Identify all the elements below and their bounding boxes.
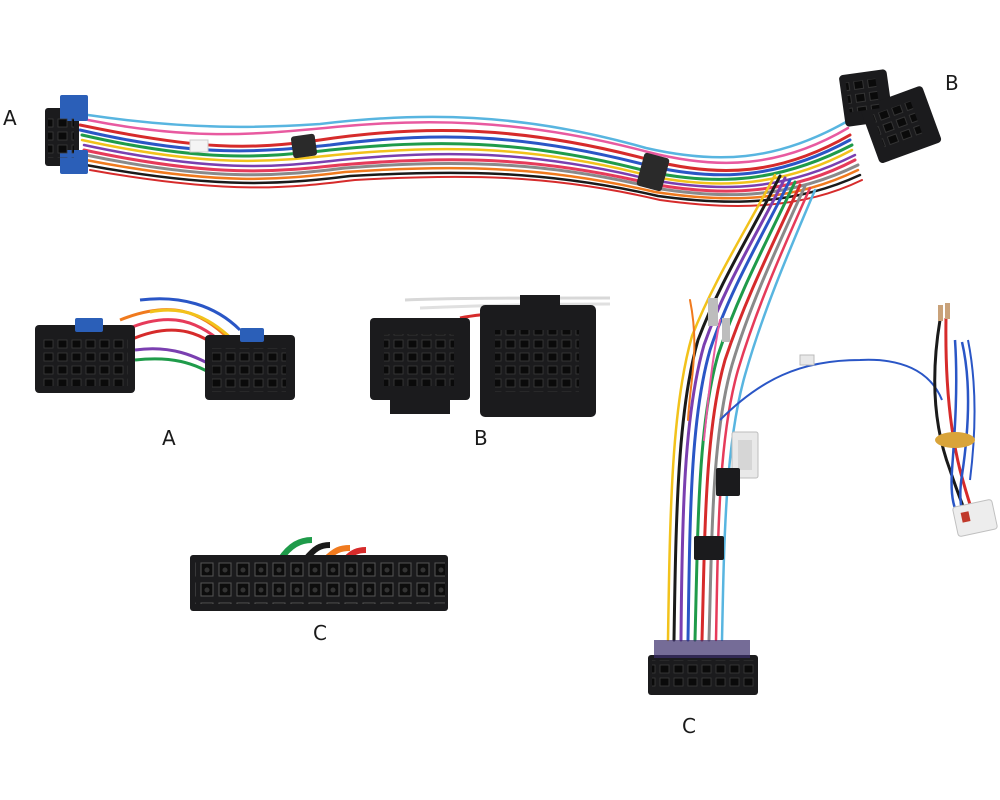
detail-a-connectors: [35, 297, 295, 400]
label-main-a: A: [3, 106, 17, 130]
wire-tag: [189, 139, 209, 153]
side-plug-wires: [933, 317, 977, 521]
ring-terminal: [708, 298, 718, 326]
small-black-connector: [694, 536, 724, 560]
detail-c-connector: [190, 537, 448, 611]
label-detail-a: A: [162, 426, 176, 450]
wire-tip: [938, 305, 943, 321]
label-main-c: C: [682, 714, 696, 738]
detail-b-connectors: [370, 295, 611, 417]
wire-tip: [945, 303, 950, 319]
blue-lead-wire: [719, 358, 943, 421]
label-detail-b: B: [474, 426, 488, 450]
tape-wrap: [290, 133, 318, 159]
main-trunk-wires: [78, 113, 863, 207]
white-side-plug: [952, 499, 998, 537]
label-detail-c: C: [313, 621, 327, 645]
connector-c-main: [648, 640, 758, 695]
tie-strap: [935, 432, 975, 448]
white-inline-connector: [716, 431, 759, 496]
tape-wrap: [636, 152, 670, 192]
connector-b-main: [839, 69, 942, 164]
label-main-b: B: [945, 71, 959, 95]
ring-terminal: [722, 318, 730, 342]
wire-tag: [799, 354, 815, 366]
connector-a-main: [45, 95, 88, 174]
branch-wires: [666, 173, 817, 642]
